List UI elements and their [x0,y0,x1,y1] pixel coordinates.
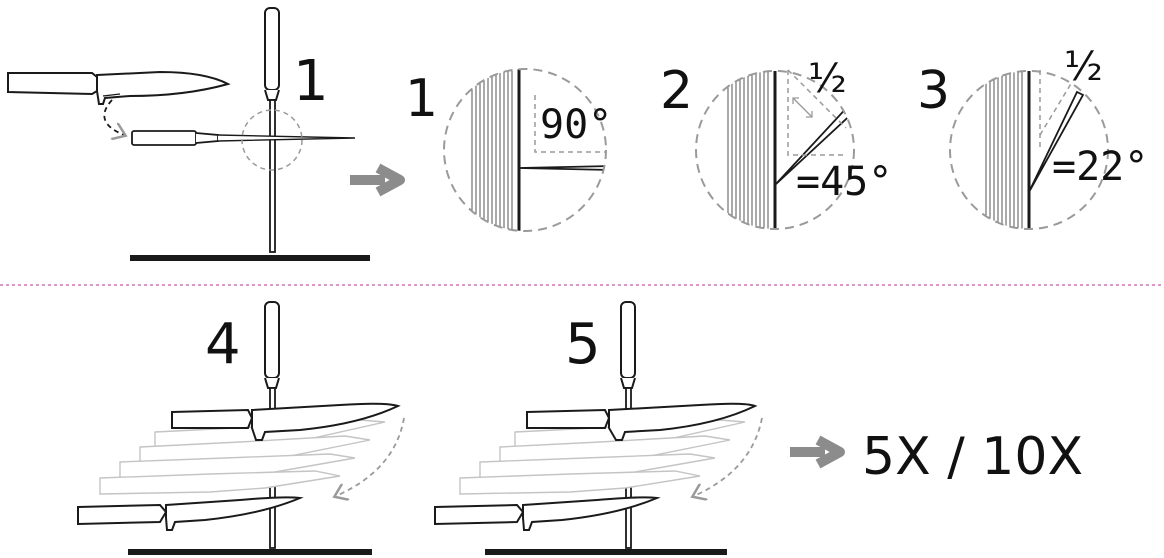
repeat-count-label: 5X / 10X [862,427,1083,487]
rod-texture [471,69,513,231]
angle-label-22: =22° [1052,144,1148,190]
fraction-half-2: ½ [808,56,847,102]
detail-step-1-number: 1 [405,69,438,129]
detail-step-2-number: 2 [660,61,693,121]
step-5-panel: 5 [434,301,763,555]
knife-icon [526,402,758,441]
ghost-knife-strokes [459,419,746,495]
step-4-number: 4 [205,312,241,377]
setup-panel: 1 [7,7,370,261]
knife-icon [7,70,231,105]
arrow-right-icon [790,435,845,469]
fraction-half-3: ½ [1064,44,1103,90]
step-5-number: 5 [565,312,601,377]
setup-step-number: 1 [293,49,329,114]
dashed-curved-arrow-icon [694,417,763,496]
zoom-circle [241,109,303,171]
knife-icon [171,402,401,441]
detail-step-3: 3 ½ =22° [917,44,1148,230]
zoom-circle-1 [443,68,607,232]
angle-label-45: =45° [796,159,892,205]
knife-icon [77,496,304,531]
honing-rod-icon [264,7,280,253]
dashed-curved-arrow-icon [103,99,124,135]
detail-step-3-number: 3 [917,61,950,121]
zoom-circle-2 [695,70,855,230]
arrow-right-icon [350,163,405,197]
angle-label-90: 90° [540,102,612,148]
dashed-curved-arrow-icon [336,417,405,496]
detail-step-2: 2 ½ =45° [660,56,892,230]
ghost-knife-strokes [99,419,386,495]
zoom-circle-3 [949,70,1109,230]
knife-side-icon [131,130,356,146]
knife-icon [434,496,661,531]
step-4-panel: 4 [77,301,405,555]
detail-step-1: 1 90° [405,68,612,232]
